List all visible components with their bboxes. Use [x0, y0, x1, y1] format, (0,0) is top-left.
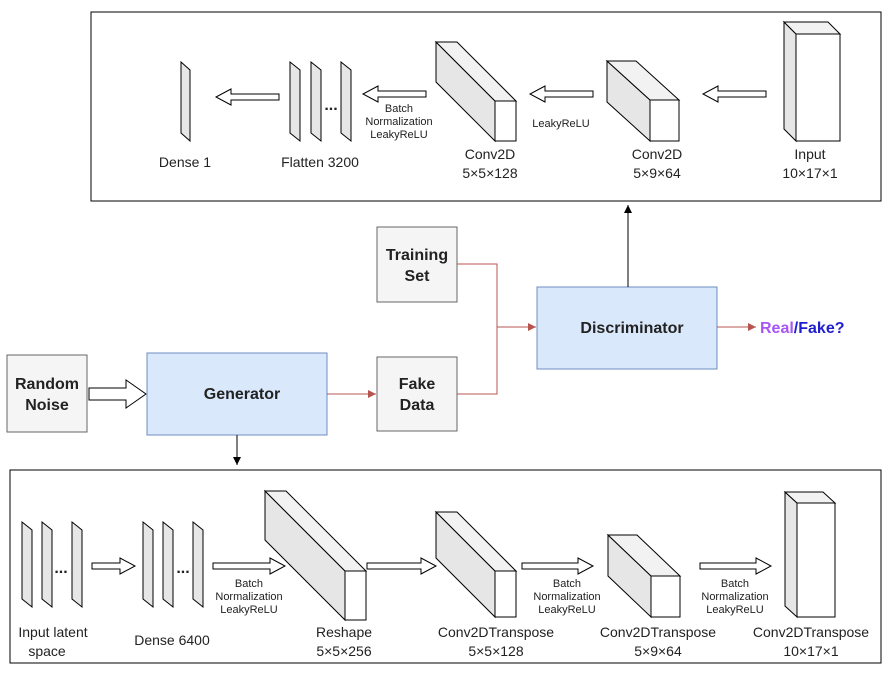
hollow-arrow-gen-4: [521, 557, 595, 575]
training-set-box: [376, 226, 458, 303]
gen-act2-line1: Batch: [553, 578, 581, 590]
gen-act1-line3: LeakyReLU: [220, 604, 278, 616]
gen-act1-line2: Normalization: [215, 591, 282, 603]
hollow-arrow-disc-3: [361, 85, 427, 103]
gen-act2-line3: LeakyReLU: [538, 604, 596, 616]
hollow-arrow-gen-1: [91, 557, 137, 575]
fake-data-line2: Data: [400, 397, 435, 414]
output-real: Real: [760, 320, 794, 337]
disc-input-name: Input: [794, 146, 825, 162]
training-set-line2: Set: [405, 268, 431, 285]
discriminator-label: Discriminator: [580, 320, 683, 337]
hollow-arrow-disc-1: [701, 85, 767, 103]
disc-conv1-name: Conv2D: [465, 146, 516, 162]
hollow-arrow-disc-2: [528, 85, 594, 103]
disc-dense-name: Dense 1: [159, 154, 211, 170]
random-noise-box: [6, 354, 88, 433]
disc-act2-line3: LeakyReLU: [370, 129, 428, 141]
disc-act2-line2: Normalization: [365, 116, 432, 128]
disc-input-dims: 10×17×1: [782, 165, 837, 181]
random-noise-line2: Noise: [25, 397, 69, 414]
hollow-arrow-gen-3: [366, 557, 438, 575]
disc-conv2-block: [605, 59, 681, 143]
gen-reshape-block: [263, 489, 368, 622]
fake-data-box: [376, 356, 458, 432]
disc-conv1-block: [434, 40, 518, 143]
generator-label: Generator: [204, 386, 280, 403]
gen-convt2-name: Conv2DTranspose: [600, 624, 716, 640]
fake-data-line1: Fake: [399, 376, 436, 393]
disc-flatten-layers: [289, 60, 352, 143]
gen-act3-line1: Batch: [721, 578, 749, 590]
gen-latent-line2: space: [28, 643, 66, 659]
gen-latent-dots: ...: [54, 560, 67, 577]
generator-box: [146, 352, 328, 436]
gen-act2-line2: Normalization: [533, 591, 600, 603]
output-label: Real/Fake?: [760, 320, 845, 337]
hollow-arrow-noise: [88, 379, 147, 409]
disc-dense-layer: [180, 60, 191, 143]
disc-conv2-name: Conv2D: [632, 146, 683, 162]
disc-conv2-dims: 5×9×64: [633, 165, 681, 181]
gen-reshape-name: Reshape: [316, 624, 372, 640]
gen-act3-line2: Normalization: [701, 591, 768, 603]
gen-act1-line1: Batch: [235, 578, 263, 590]
hollow-arrow-gen-5: [699, 557, 773, 575]
disc-act1-label: LeakyReLU: [532, 118, 590, 130]
gen-convt3-dims: 10×17×1: [783, 643, 838, 659]
connector-fake-to-disc: [457, 327, 498, 395]
gen-latent-line1: Input latent: [18, 624, 87, 640]
gen-dense-layers: [142, 520, 204, 609]
output-slash: /: [794, 320, 799, 337]
gen-latent-layers: [21, 520, 83, 609]
random-noise-line1: Random: [15, 376, 79, 393]
disc-conv1-dims: 5×5×128: [462, 165, 517, 181]
disc-input-block: [782, 20, 842, 143]
disc-flatten-name: Flatten 3200: [281, 154, 359, 170]
gen-reshape-dims: 5×5×256: [316, 643, 371, 659]
hollow-arrow-gen-2: [212, 557, 287, 575]
training-set-line1: Training: [386, 247, 448, 264]
gen-convt2-dims: 5×9×64: [634, 643, 682, 659]
gen-dense-dots: ...: [176, 560, 189, 577]
gen-dense-name: Dense 6400: [134, 632, 210, 648]
gen-act3-line3: LeakyReLU: [706, 604, 764, 616]
gen-convt1-block: [434, 510, 518, 619]
gen-convt2-block: [606, 533, 682, 619]
output-fake: Fake?: [798, 320, 844, 337]
gen-convt1-name: Conv2DTranspose: [438, 624, 554, 640]
gen-convt3-name: Conv2DTranspose: [753, 624, 869, 640]
discriminator-box: [536, 286, 718, 370]
hollow-arrow-disc-4: [214, 88, 280, 106]
connector-training-to-disc: [457, 263, 536, 331]
disc-flatten-dots: ...: [324, 97, 337, 114]
disc-act2-line1: Batch: [385, 103, 413, 115]
gen-convt1-dims: 5×5×128: [468, 643, 523, 659]
gen-convt3-block: [783, 490, 837, 619]
